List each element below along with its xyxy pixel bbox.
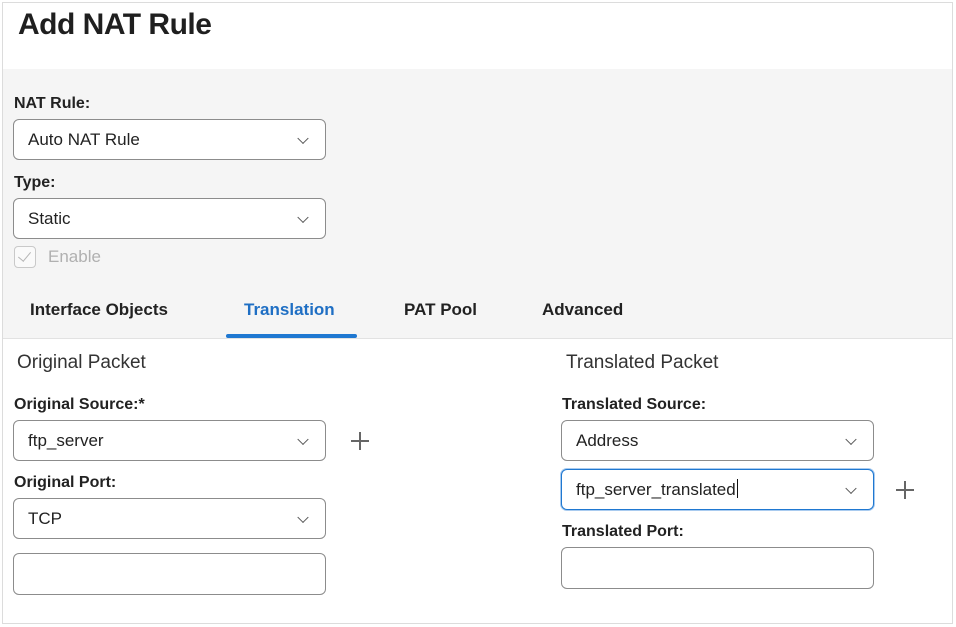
translated-port-label: Translated Port: <box>562 523 684 540</box>
chevron-down-icon <box>845 433 857 445</box>
chevron-down-icon <box>297 511 309 523</box>
enable-label: Enable <box>48 247 101 266</box>
original-port-protocol-select[interactable]: TCP <box>13 498 326 539</box>
original-port-label: Original Port: <box>14 474 117 491</box>
original-port-input[interactable] <box>13 553 326 595</box>
tab-pat-pool[interactable]: PAT Pool <box>404 300 478 319</box>
translated-source-type-select[interactable]: Address <box>561 420 874 461</box>
original-source-select[interactable]: ftp_server <box>13 420 326 461</box>
nat-rule-label: NAT Rule: <box>14 95 91 112</box>
enable-checkbox-row: Enable <box>14 246 101 268</box>
active-tab-indicator <box>226 334 357 338</box>
chevron-down-icon <box>845 482 857 494</box>
tab-interface-objects[interactable]: Interface Objects <box>30 300 168 319</box>
chevron-down-icon <box>297 211 309 223</box>
tab-advanced[interactable]: Advanced <box>542 300 624 319</box>
chevron-down-icon <box>297 132 309 144</box>
original-source-value: ftp_server <box>28 430 104 450</box>
nat-rule-value: Auto NAT Rule <box>28 129 140 149</box>
translated-port-input[interactable] <box>561 547 874 589</box>
original-port-protocol-value: TCP <box>28 508 62 528</box>
original-packet-title: Original Packet <box>17 352 146 373</box>
translated-source-object-select[interactable]: ftp_server_translated <box>561 469 874 510</box>
chevron-down-icon <box>297 433 309 445</box>
type-select[interactable]: Static <box>13 198 326 239</box>
translated-source-type-value: Address <box>576 430 639 450</box>
translated-packet-title: Translated Packet <box>566 352 719 373</box>
original-source-label: Original Source:* <box>14 396 145 413</box>
type-label: Type: <box>14 174 56 191</box>
tab-translation[interactable]: Translation <box>244 300 335 319</box>
enable-checkbox[interactable] <box>14 246 36 268</box>
dialog-title: Add NAT Rule <box>18 8 212 41</box>
translated-source-object-value: ftp_server_translated <box>576 480 736 499</box>
tab-divider <box>3 338 952 339</box>
translated-source-label: Translated Source: <box>562 396 707 413</box>
nat-rule-select[interactable]: Auto NAT Rule <box>13 119 326 160</box>
type-value: Static <box>28 208 71 228</box>
add-original-source-plus-icon[interactable] <box>351 432 369 450</box>
add-translated-source-plus-icon[interactable] <box>896 481 914 499</box>
